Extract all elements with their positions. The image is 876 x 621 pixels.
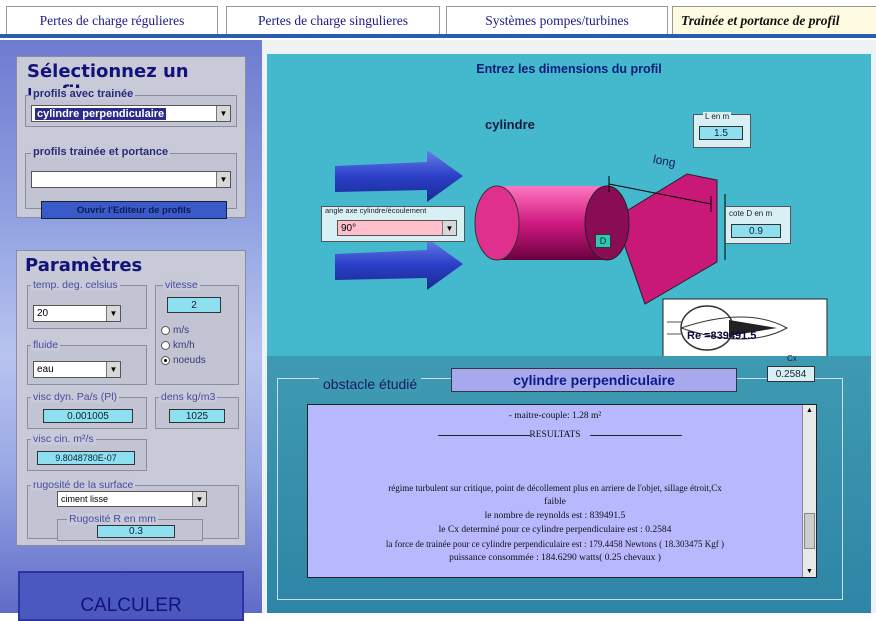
- angle-value: 90°: [341, 222, 357, 234]
- cylinder-end-icon: [474, 185, 520, 261]
- scroll-down-icon[interactable]: ▼: [806, 568, 813, 575]
- visc-cin-label: visc cin. m²/s: [31, 433, 96, 445]
- speed-label: vitesse: [163, 279, 200, 291]
- chevron-down-icon[interactable]: ▼: [106, 306, 120, 321]
- length-input[interactable]: 1.5: [699, 126, 743, 140]
- diameter-input[interactable]: 0.9: [731, 224, 781, 238]
- roughness-value: ciment lisse: [61, 494, 109, 504]
- parameters-title: Paramètres: [25, 255, 143, 276]
- plate-icon: [614, 173, 718, 305]
- temp-label: temp. deg. celsius: [31, 279, 120, 291]
- chevron-down-icon[interactable]: ▼: [216, 172, 230, 187]
- reynolds-label: Re =839491.5: [687, 330, 757, 342]
- lift-profiles-label: profils trainée et portance: [31, 146, 171, 158]
- chevron-down-icon[interactable]: ▼: [442, 221, 456, 235]
- density-value: 1025: [169, 409, 225, 423]
- cylinder-diagram: [335, 150, 828, 356]
- dimensions-header: Entrez les dimensions du profil: [267, 54, 871, 84]
- unit-radio-kmh[interactable]: km/h: [161, 340, 195, 351]
- divider: [590, 435, 682, 436]
- parameters-panel: Paramètres temp. deg. celsius 20 ▼ vitess…: [16, 250, 246, 546]
- temp-value: 20: [37, 308, 49, 319]
- diameter-input-label: cote D en m: [729, 209, 773, 218]
- temp-select[interactable]: 20 ▼: [33, 305, 121, 322]
- tab-pumps-turbines[interactable]: Systèmes pompes/turbines: [446, 6, 668, 34]
- roughness-label: rugosité de la surface: [31, 479, 136, 491]
- obstacle-name: cylindre perpendiculaire: [451, 368, 737, 392]
- shape-label: cylindre: [485, 117, 535, 132]
- flow-arrow-icon: [335, 238, 463, 290]
- obstacle-label: obstacle étudié: [319, 376, 422, 392]
- open-profile-editor-button[interactable]: Ouvrir l'Editeur de profils: [41, 201, 227, 219]
- divider: [438, 435, 530, 436]
- flow-arrow-icon: [335, 150, 463, 202]
- drag-profile-value: cylindre perpendiculaire: [35, 107, 167, 120]
- tab-underline: [0, 34, 876, 38]
- visc-dyn-value: 0.001005: [43, 409, 133, 423]
- result-line: puissance consommée : 184.6290 watts( 0.…: [449, 553, 661, 563]
- radio-icon[interactable]: [161, 326, 170, 335]
- result-line: le Cx determiné pour ce cylindre perpend…: [438, 525, 672, 535]
- drag-profiles-label: profils avec trainée: [31, 88, 136, 100]
- result-line: la force de trainée pour ce cylindre per…: [385, 539, 725, 549]
- profile-scene: cylindre long D L en m 1: [267, 84, 871, 356]
- results-scrollbar[interactable]: ▲ ▼: [802, 405, 816, 577]
- diameter-marker: D: [595, 234, 611, 248]
- chevron-down-icon[interactable]: ▼: [106, 362, 120, 377]
- lift-profile-select[interactable]: ▼: [31, 171, 231, 188]
- fluid-label: fluide: [31, 339, 61, 351]
- visc-cin-value: 9.8048780E-07: [37, 451, 135, 465]
- cx-label: Cx: [787, 354, 797, 363]
- result-line: le nombre de reynolds est : 839491.5: [484, 511, 626, 521]
- result-line: - maitre-couple: 1.28 m²: [508, 411, 602, 421]
- tab-singular-losses[interactable]: Pertes de charge singulieres: [226, 6, 440, 34]
- cylinder-end-icon: [584, 185, 630, 261]
- tab-bar: Pertes de charge régulieres Pertes de ch…: [0, 0, 876, 40]
- result-line: régime turbulent sur critique, point de …: [388, 483, 722, 493]
- drag-profile-select[interactable]: cylindre perpendiculaire ▼: [31, 105, 231, 122]
- chevron-down-icon[interactable]: ▼: [192, 492, 206, 506]
- rough-r-label: Rugosité R en mm: [67, 513, 158, 525]
- results-section: obstacle étudié cylindre perpendiculaire…: [267, 354, 871, 613]
- density-label: dens kg/m3: [159, 391, 218, 403]
- angle-select[interactable]: 90° ▼: [337, 220, 457, 236]
- cx-value: 0.2584: [767, 366, 815, 382]
- unit-knots-label: noeuds: [173, 355, 206, 366]
- length-input-label: L en m: [703, 112, 732, 121]
- chevron-down-icon[interactable]: ▼: [216, 106, 230, 121]
- fluid-select[interactable]: eau ▼: [33, 361, 121, 378]
- results-text-area[interactable]: - maitre-couple: 1.28 m² RESULTATS régim…: [307, 404, 817, 578]
- scroll-up-icon[interactable]: ▲: [806, 407, 813, 414]
- visc-dyn-label: visc dyn. Pa/s (Pl): [31, 391, 120, 403]
- left-panel: Sélectionnez un profil profils avec trai…: [0, 40, 262, 621]
- unit-kmh-label: km/h: [173, 340, 195, 351]
- roughness-select[interactable]: ciment lisse ▼: [57, 491, 207, 507]
- unit-ms-label: m/s: [173, 325, 190, 336]
- tab-regular-losses[interactable]: Pertes de charge régulieres: [6, 6, 218, 34]
- scroll-thumb[interactable]: [804, 513, 815, 549]
- calculate-button[interactable]: CALCULER: [18, 571, 244, 621]
- result-line: faible: [544, 497, 566, 507]
- results-heading: RESULTATS: [529, 430, 581, 440]
- fluid-value: eau: [37, 364, 54, 375]
- unit-radio-ms[interactable]: m/s: [161, 325, 189, 336]
- radio-selected-icon[interactable]: [161, 356, 170, 365]
- unit-radio-knots[interactable]: noeuds: [161, 355, 206, 366]
- profile-panel: Sélectionnez un profil profils avec trai…: [16, 56, 246, 219]
- speed-input[interactable]: 2: [167, 297, 221, 313]
- radio-icon[interactable]: [161, 341, 170, 350]
- tab-drag-lift[interactable]: Trainée et portance de profil: [672, 6, 876, 34]
- angle-label: angle axe cylindre/écoulement: [325, 206, 427, 215]
- rough-r-value: 0.3: [97, 525, 175, 538]
- right-panel: Entrez les dimensions du profil cylindre: [262, 40, 876, 613]
